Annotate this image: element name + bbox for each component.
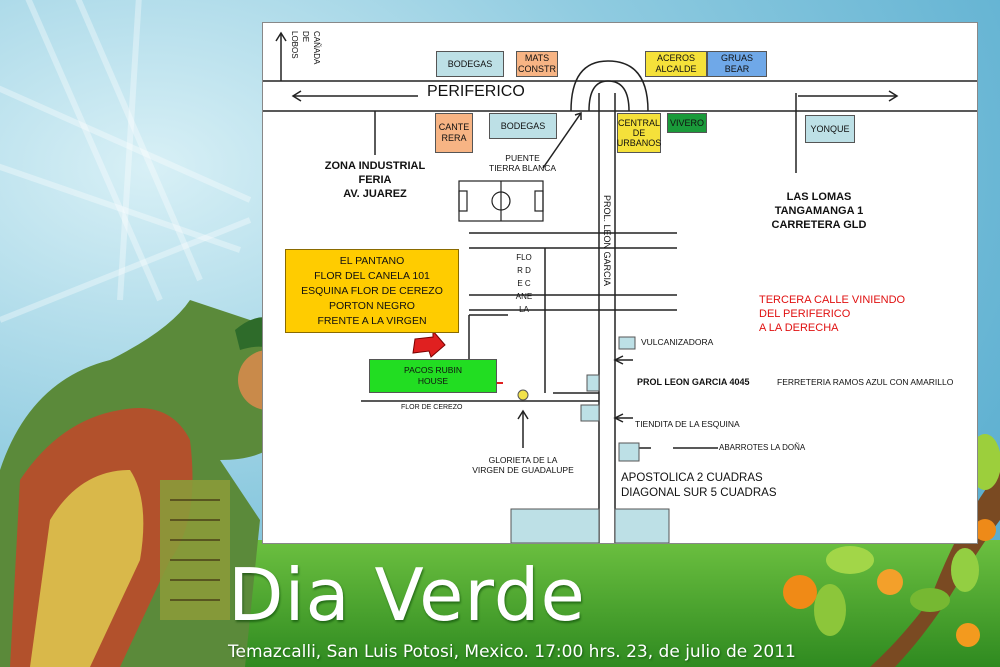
- mats-constr-box: MATS CONSTR: [516, 51, 558, 77]
- flor-de-canela-label: FLOR DE CANELA: [515, 253, 533, 314]
- address-box: EL PANTANO FLOR DEL CANELA 101 ESQUINA F…: [285, 249, 459, 333]
- map-lines: [263, 31, 977, 543]
- periferico-label: PERIFERICO: [427, 83, 525, 100]
- event-title: Dia Verde: [228, 553, 586, 637]
- prol-leon-4045-label: PROL LEON GARCIA 4045: [637, 377, 750, 387]
- prol-leon-garcia-label: PROL. LEON GARCIA: [602, 195, 612, 287]
- cantera-box: CANTE RERA: [435, 113, 473, 153]
- bodegas-bottom-box: BODEGAS: [489, 113, 557, 139]
- vulcanizadora-label: VULCANIZADORA: [641, 337, 714, 347]
- red-arrow-icon: [412, 329, 446, 358]
- central-urbanos-box: CENTRAL DE URBANOS: [617, 113, 661, 153]
- virgin-marker-icon: [517, 389, 529, 401]
- abarrotes-square: [618, 442, 640, 462]
- prol-leon-4045-square: [586, 374, 600, 392]
- puente-label: PUENTE TIERRA BLANCA: [489, 153, 557, 173]
- bottom-block-left: [510, 508, 600, 543]
- soccer-field-icon: [458, 180, 544, 222]
- aceros-alcalde-box: ACEROS ALCALDE: [645, 51, 707, 77]
- tiendita-label: TIENDITA DE LA ESQUINA: [635, 419, 740, 429]
- pacos-rubin-house-box: PACOS RUBIN HOUSE: [369, 359, 497, 393]
- yonque-box: YONQUE: [805, 115, 855, 143]
- mayan-figure-image: [0, 300, 300, 667]
- abarrotes-label: ABARROTES LA DOÑA: [719, 443, 806, 452]
- vivero-box: VIVERO: [667, 113, 707, 133]
- canada-de-lobos-label: CAÑADA DE LOBOS: [290, 31, 321, 65]
- las-lomas-label: LAS LOMAS TANGAMANGA 1 CARRETERA GLD: [771, 191, 867, 231]
- zona-industrial-label: ZONA INDUSTRIAL FERIA AV. JUAREZ: [324, 160, 426, 200]
- tiendita-square: [580, 404, 600, 422]
- map-panel: PERIFERICO CAÑADA DE LOBOS PROL. LEON GA…: [262, 22, 978, 544]
- event-subtitle: Temazcalli, San Luis Potosi, Mexico. 17:…: [228, 642, 796, 662]
- vulcanizadora-square: [618, 336, 636, 350]
- directions-note: TERCERA CALLE VINIENDO DEL PERIFERICO A …: [759, 294, 906, 334]
- ferreteria-label: FERRETERIA RAMOS AZUL CON AMARILLO: [777, 377, 954, 387]
- gruas-bear-box: GRUAS BEAR: [707, 51, 767, 77]
- bottom-block-right: [614, 508, 670, 543]
- flor-de-cerezo-label: FLOR DE CEREZO: [401, 404, 463, 411]
- bodegas-top-box: BODEGAS: [436, 51, 504, 77]
- apostolica-label: APOSTOLICA 2 CUADRAS DIAGONAL SUR 5 CUAD…: [621, 472, 777, 499]
- glorieta-label: GLORIETA DE LA VIRGEN DE GUADALUPE: [472, 455, 574, 475]
